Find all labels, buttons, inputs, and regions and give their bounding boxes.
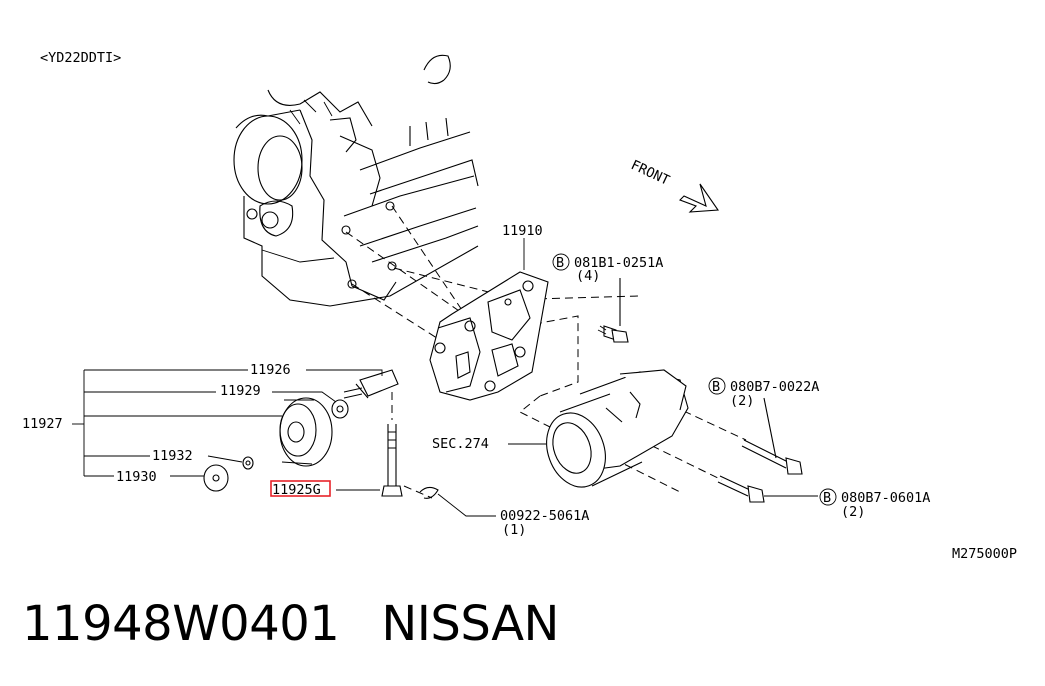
- label-clip: 00922-5061A: [500, 508, 589, 524]
- mounting-bracket: [429, 271, 549, 401]
- label-11932: 11932: [152, 448, 193, 464]
- front-label: FRONT: [628, 157, 672, 189]
- label-bolt-low-qty: (2): [841, 504, 865, 520]
- label-bolt-low: 080B7-0601A: [841, 490, 930, 506]
- label-bolt-top: 081B1-0251A: [574, 255, 663, 271]
- label-bolt-mid: 080B7-0022A: [730, 379, 819, 395]
- engine-block: [233, 54, 479, 307]
- diagram-ref-code: M275000P: [952, 546, 1017, 562]
- engine-label: <YD22DDTI>: [40, 50, 121, 66]
- label-11930: 11930: [116, 469, 157, 485]
- label-bolt-top-qty: (4): [576, 268, 600, 284]
- label-11929: 11929: [220, 383, 261, 399]
- label-11926: 11926: [250, 362, 291, 378]
- part-caption: 11948W0401 NISSAN: [22, 596, 559, 652]
- highlight-box: [270, 480, 331, 497]
- compressor-unit: [546, 369, 689, 488]
- bolt-marker-mid: B: [712, 379, 720, 395]
- section-ref: SEC.274: [432, 436, 489, 452]
- bolt-080B7-0022A: [741, 397, 803, 475]
- brand-name: NISSAN: [381, 596, 559, 652]
- bolt-marker-top: B: [556, 255, 564, 271]
- label-11910: 11910: [502, 223, 543, 239]
- pulley-assembly: [203, 369, 439, 499]
- bolt-080B7-0601A: [717, 475, 818, 503]
- leader-lines: [72, 238, 546, 517]
- callout-labels: <YD22DDTI> 11910 11927 11926 11929 11932…: [22, 50, 1017, 562]
- label-11927: 11927: [22, 416, 63, 432]
- front-arrow: FRONT: [628, 157, 720, 213]
- alignment-lines: [345, 205, 747, 499]
- label-clip-qty: (1): [502, 522, 526, 538]
- bolt-marker-low: B: [823, 490, 831, 506]
- label-bolt-mid-qty: (2): [730, 393, 754, 409]
- bolt-081B1-0251A: [597, 278, 629, 343]
- part-number: 11948W0401: [22, 596, 340, 652]
- label-11925G: 11925G: [272, 482, 321, 498]
